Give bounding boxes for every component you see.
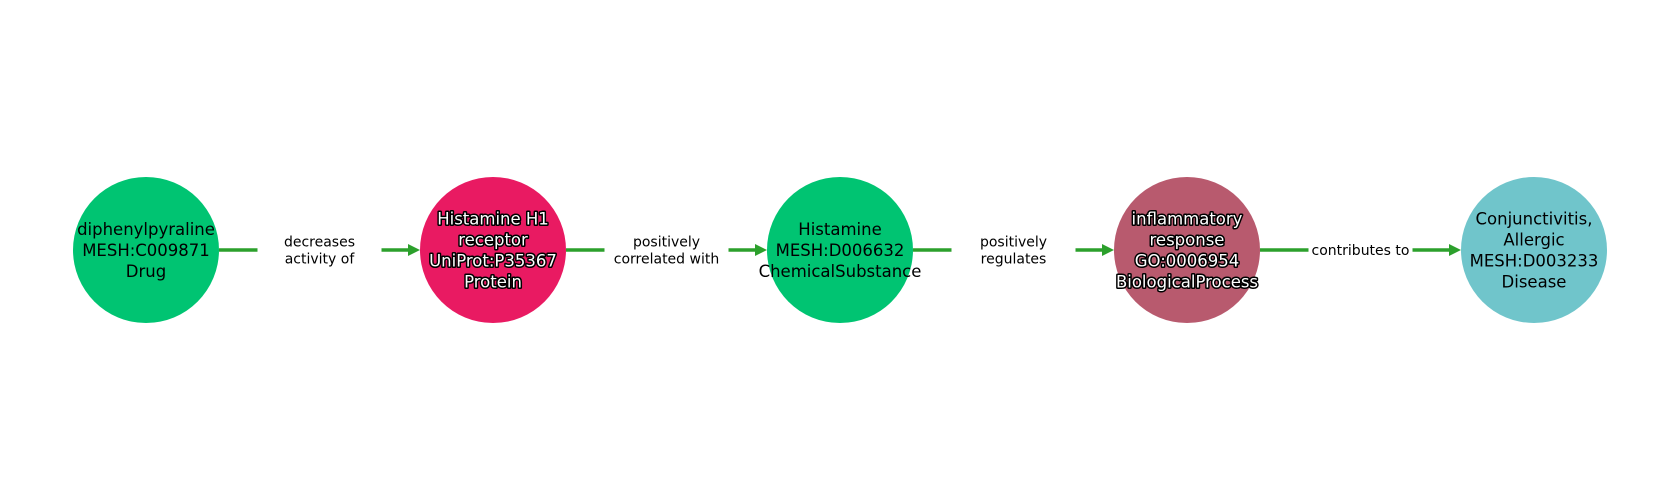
node-circle[interactable] [1114,177,1260,323]
node-label: BiologicalProcess [1116,273,1258,292]
node-circle[interactable] [1461,177,1607,323]
node-label: MESH:C009871 [82,241,210,260]
node-label: inflammatory [1132,210,1243,229]
node[interactable]: Histamine H1 receptorUniProt:P35367Protei… [420,177,566,323]
node-circle[interactable] [73,177,219,323]
node-label: Histamine H1 [437,210,549,229]
node-label: response [1150,231,1225,250]
edge-label: activity of [285,252,356,268]
arrowhead-icon [755,244,767,256]
node-circle[interactable] [420,177,566,323]
node-label: MESH:D003233 [1470,252,1599,271]
node[interactable]: inflammatory responseGO:0006954Biological… [1114,177,1260,323]
node-circle[interactable] [767,177,913,323]
node-label: diphenylpyraline [77,220,215,239]
node-label: GO:0006954 [1135,252,1240,271]
arrowhead-icon [1102,244,1114,256]
node-label: receptor [458,231,528,250]
arrowhead-icon [408,244,420,256]
arrowhead-icon [1449,244,1461,256]
edge-label: correlated with [614,252,719,268]
edge-label: positively [633,235,700,251]
node-label: Disease [1502,273,1567,292]
node-label: Allergic [1503,231,1564,250]
node-label: Drug [126,262,166,281]
edge-label: regulates [981,252,1047,268]
node-label: ChemicalSubstance [759,262,922,281]
node-label: Histamine [798,220,881,239]
node[interactable]: Conjunctivitis, AllergicMESH:D003233Disea… [1461,177,1607,323]
node-label: Protein [464,273,522,292]
node-label: UniProt:P35367 [429,252,557,271]
edge-label: contributes to [1312,243,1410,259]
node-label: Conjunctivitis, [1476,210,1593,229]
node-label: MESH:D006632 [776,241,905,260]
edge-label: positively [980,235,1047,251]
edge-label: decreases [284,235,355,251]
edge: contributes to [1260,243,1461,259]
